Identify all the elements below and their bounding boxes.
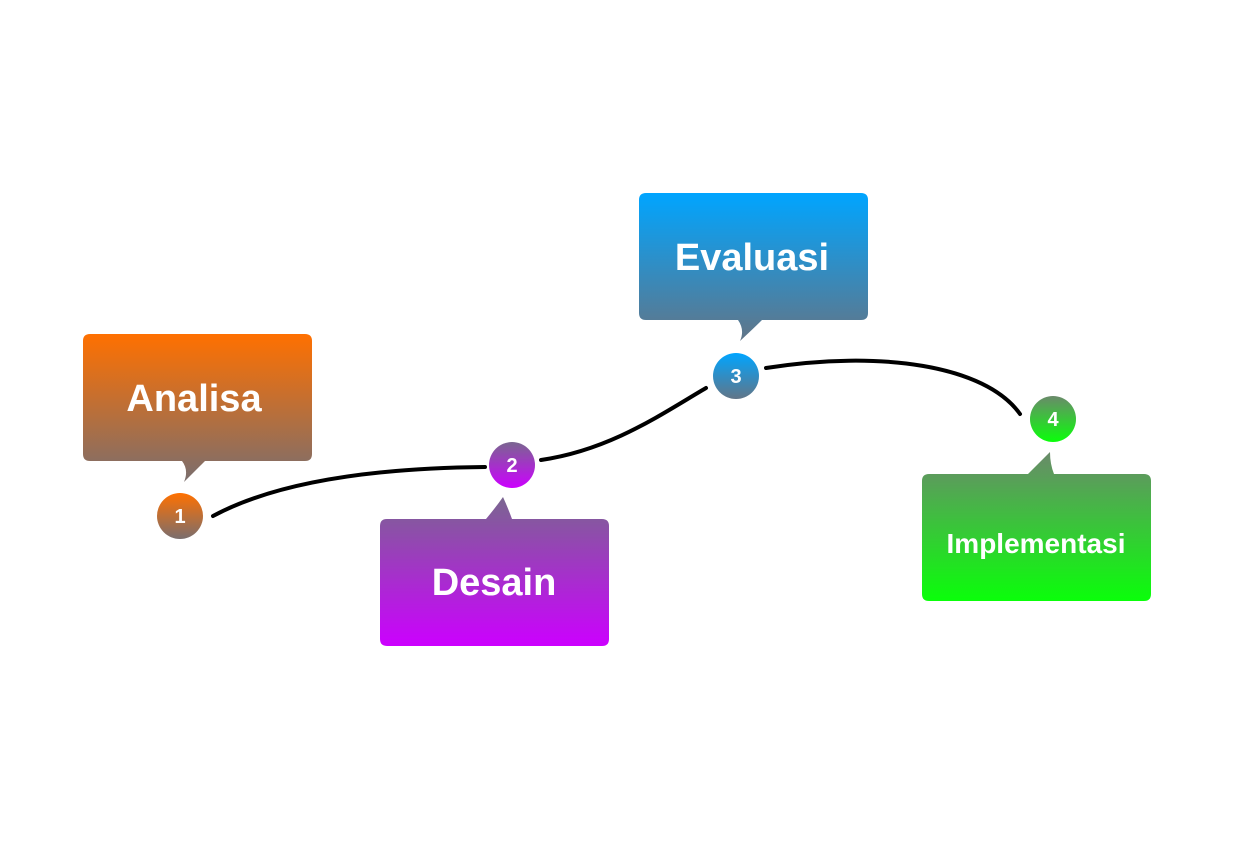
connector-segment-1-2 [211, 465, 487, 518]
callout-box [922, 452, 1151, 601]
step-label: Evaluasi [675, 237, 829, 279]
step-number: 2 [506, 455, 517, 477]
step-desain: Desain 2 [380, 442, 609, 646]
step-number: 4 [1047, 409, 1059, 431]
step-marker [157, 493, 203, 539]
callout-box [83, 334, 312, 482]
connector-curve [211, 358, 1022, 518]
step-label: Desain [432, 562, 557, 604]
connector-segment-3-4 [764, 358, 1022, 416]
step-analisa: Analisa 1 [83, 334, 312, 539]
callout-box [639, 193, 868, 341]
callout-box [380, 497, 609, 646]
step-evaluasi: Evaluasi 3 [639, 193, 868, 399]
connector-segment-2-3 [539, 386, 708, 462]
step-marker [489, 442, 535, 488]
step-marker [713, 353, 759, 399]
step-label: Implementasi [947, 528, 1126, 559]
step-marker [1030, 396, 1076, 442]
step-implementasi: Implementasi 4 [922, 396, 1151, 601]
step-label: Analisa [126, 378, 262, 420]
step-number: 1 [174, 506, 185, 528]
step-number: 3 [730, 366, 741, 388]
